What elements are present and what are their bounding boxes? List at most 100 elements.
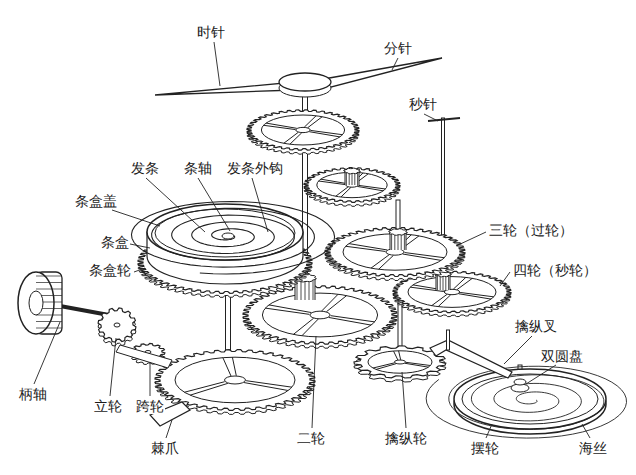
third-pinion xyxy=(389,229,408,250)
leader-line xyxy=(402,372,406,428)
leader-line xyxy=(526,365,556,384)
double-roller xyxy=(514,379,526,385)
gear-spoke xyxy=(223,358,231,376)
part-label: 擒纵叉 xyxy=(514,318,558,334)
part-label: 跨轮 xyxy=(135,398,165,414)
part-label: 三轮（过轮） xyxy=(488,222,574,238)
part-label: 柄轴 xyxy=(18,386,48,402)
crown-knurl xyxy=(36,282,62,283)
leader-line xyxy=(150,362,151,396)
gear-spoke xyxy=(405,363,429,367)
gear-spoke xyxy=(329,317,371,325)
gear-rim xyxy=(175,357,295,403)
hour-wheel xyxy=(247,110,359,154)
leader-line xyxy=(500,272,510,286)
leader-line xyxy=(392,58,398,70)
leader-line xyxy=(214,42,220,86)
gear-hub xyxy=(114,323,120,327)
gear-rim xyxy=(262,293,377,337)
gear-hub xyxy=(394,360,405,364)
leader-line xyxy=(134,268,145,272)
gear-spoke xyxy=(373,363,394,368)
part-label: 秒针 xyxy=(408,96,438,112)
gear-teeth xyxy=(325,228,465,277)
pinion-leaf xyxy=(391,232,392,250)
crown-knurl xyxy=(36,276,62,277)
barrel-arbor-top xyxy=(222,233,234,239)
minute-hand xyxy=(318,58,442,90)
gear-teeth xyxy=(304,168,400,203)
part-label: 发条 xyxy=(130,160,160,176)
part-label: 条盒轮 xyxy=(88,262,132,278)
gear-spoke xyxy=(293,318,313,334)
gear-spoke xyxy=(394,351,398,360)
leader-line xyxy=(110,338,116,396)
gear-spoke xyxy=(349,244,387,250)
gear-spoke xyxy=(403,254,441,260)
crown-center xyxy=(29,291,43,315)
hairspring xyxy=(426,366,626,438)
leader-line xyxy=(486,424,492,438)
pinion-side xyxy=(436,274,437,290)
part-label: 棘爪 xyxy=(150,440,180,456)
hand-hub xyxy=(279,73,331,91)
hour-hand xyxy=(155,82,295,95)
gear-spoke xyxy=(184,382,224,393)
gear-spoke xyxy=(232,357,236,376)
gear-hub xyxy=(296,127,311,132)
gear-spoke xyxy=(284,132,299,143)
minute-pinion xyxy=(344,168,361,185)
pallet-fork xyxy=(430,340,512,378)
gear-spoke xyxy=(357,186,383,190)
part-label: 海丝 xyxy=(578,440,608,456)
crown-wheel xyxy=(98,308,136,346)
pinion-side xyxy=(315,278,316,300)
gear-hub xyxy=(225,376,246,384)
pinion-side xyxy=(450,274,451,290)
third-wheel xyxy=(325,228,465,281)
gear-spoke xyxy=(457,278,472,289)
crown-knurl xyxy=(36,321,62,322)
part-label: 条轴 xyxy=(183,160,213,176)
crown-knurl xyxy=(36,289,62,290)
part-label: 条盒 xyxy=(100,234,130,250)
gear-spoke xyxy=(269,305,311,313)
part-label: 时针 xyxy=(196,24,226,40)
pinion-top xyxy=(344,168,361,174)
gear-spoke xyxy=(399,351,401,360)
part-label: 擒纵轮 xyxy=(384,430,428,446)
crown-knurl xyxy=(36,315,62,316)
gear-teeth xyxy=(247,110,359,150)
leader-line xyxy=(582,424,590,438)
leader-line xyxy=(504,336,532,364)
gear-spoke xyxy=(266,123,297,128)
gear-spoke xyxy=(459,294,491,299)
balance-rim xyxy=(454,369,606,429)
leader-line xyxy=(130,244,150,248)
gear-spoke xyxy=(321,179,347,183)
gear-rim xyxy=(261,115,344,145)
gear-spoke xyxy=(244,383,288,391)
leader-line xyxy=(198,178,230,231)
part-label: 摆轮 xyxy=(470,440,500,456)
gear-spoke xyxy=(336,187,348,196)
leader-line xyxy=(112,210,160,226)
leader-line xyxy=(166,420,172,438)
part-label: 四轮（秒轮） xyxy=(512,262,598,278)
pinion-side xyxy=(359,171,360,185)
pinion-side xyxy=(406,232,407,250)
pallet-staff xyxy=(447,330,450,350)
pinion-top xyxy=(389,229,408,236)
center-wheel xyxy=(243,286,397,348)
gear-spoke xyxy=(432,294,447,305)
crown-face xyxy=(18,272,54,334)
leader-line xyxy=(34,322,60,384)
gear-teeth xyxy=(155,350,315,411)
gear-spoke xyxy=(371,255,389,268)
pinion-side xyxy=(390,232,391,250)
part-label: 双圆盘 xyxy=(540,348,584,364)
gear-hub xyxy=(444,289,459,294)
leader-line xyxy=(456,232,486,246)
gear-rim xyxy=(408,277,496,308)
leader-line xyxy=(252,178,268,232)
